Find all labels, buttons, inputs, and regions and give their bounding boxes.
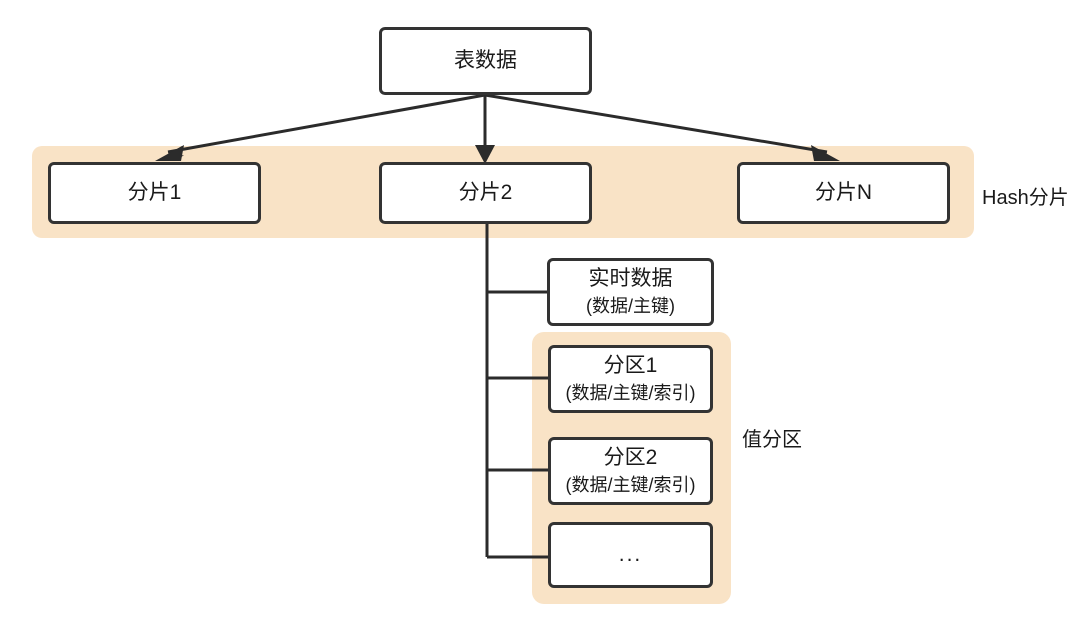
hash-shard-side-label: Hash分片 [982,187,1069,209]
node-partition-1-sub: (数据/主键/索引) [565,383,696,404]
node-realtime-data-title: 实时数据 [588,267,673,291]
edge-table-to-shard1 [167,93,486,154]
node-shard-n[interactable]: 分片N [737,162,950,224]
node-shard-n-label: 分片N [814,180,873,204]
node-partition-more[interactable]: ... [548,522,713,588]
node-partition-2-title: 分区2 [603,446,658,470]
node-partition-2-sub: (数据/主键/索引) [565,475,696,496]
value-partition-side-label: 值分区 [742,429,802,451]
node-realtime-data[interactable]: 实时数据 (数据/主键) [547,258,714,326]
edge-table-to-shardn [484,93,828,154]
node-shard-1[interactable]: 分片1 [48,162,261,224]
node-table-data-label: 表数据 [454,48,517,72]
node-table-data[interactable]: 表数据 [379,27,592,95]
node-shard-2-label: 分片2 [458,180,513,204]
node-partition-1-title: 分区1 [603,354,658,378]
node-partition-1[interactable]: 分区1 (数据/主键/索引) [548,345,713,413]
node-shard-1-label: 分片1 [127,180,182,204]
node-shard-2[interactable]: 分片2 [379,162,592,224]
node-partition-2[interactable]: 分区2 (数据/主键/索引) [548,437,713,505]
node-partition-more-title: ... [618,542,643,566]
node-realtime-data-sub: (数据/主键) [586,296,675,317]
